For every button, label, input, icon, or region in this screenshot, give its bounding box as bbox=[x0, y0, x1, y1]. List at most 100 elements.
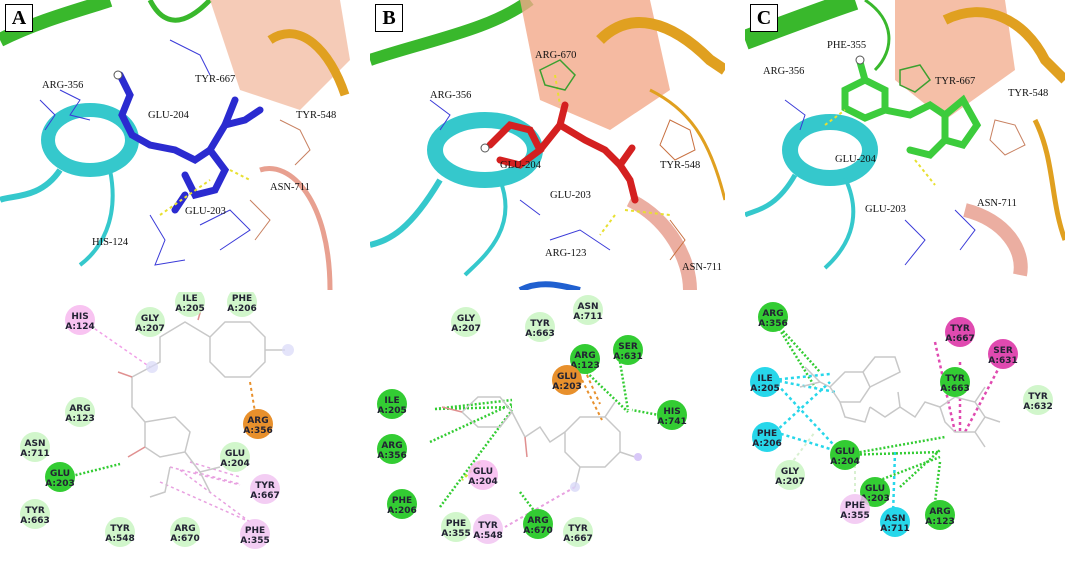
residue-number: A:663 bbox=[525, 329, 555, 339]
panel-c-3d-svg: PHE-355 ARG-356 TYR-667 TYR-548 GLU-204 … bbox=[745, 0, 1065, 277]
residue-wires-salmon bbox=[249, 119, 311, 241]
residue-name: GLU bbox=[473, 467, 493, 477]
hbond-dashes bbox=[824, 109, 936, 186]
residue-disc bbox=[830, 440, 860, 470]
residue-number: A:203 bbox=[45, 479, 75, 489]
residue-name: ARG bbox=[527, 516, 548, 526]
residue-disc bbox=[552, 365, 582, 395]
residue-disc bbox=[65, 305, 95, 335]
residue-name: PHE bbox=[392, 496, 412, 506]
residue-number: A:205 bbox=[377, 406, 407, 416]
residue-name: GLY bbox=[141, 314, 160, 324]
panel-label-a: A bbox=[5, 4, 33, 32]
residue-name: ARG bbox=[69, 404, 90, 414]
cyan-coil bbox=[745, 173, 798, 218]
green-loop-strand bbox=[864, 0, 891, 72]
residue-name: TYR bbox=[530, 319, 550, 329]
residue-disc bbox=[135, 307, 165, 337]
residue-name: ASN bbox=[25, 439, 46, 449]
residue-number: A:355 bbox=[840, 511, 870, 521]
residue-name: SER bbox=[618, 342, 638, 352]
cyan-coil-2 bbox=[823, 177, 856, 270]
panel-b-residue-labels: ARG-670 ARG-356 GLU-204 TYR-548 GLU-203 … bbox=[430, 50, 722, 273]
green-loop-ribbon bbox=[745, 0, 859, 50]
residue-label: ARG-670 bbox=[535, 50, 576, 61]
residue-label: TYR-548 bbox=[1008, 88, 1048, 99]
residue-disc bbox=[945, 317, 975, 347]
residue-disc bbox=[387, 489, 417, 519]
residue-name: PHE bbox=[757, 429, 777, 439]
residue-disc bbox=[525, 312, 555, 342]
residue-disc bbox=[441, 512, 471, 542]
residue-name: ASN bbox=[578, 302, 599, 312]
residue-label: ARG-356 bbox=[42, 80, 83, 91]
residue-disc bbox=[227, 292, 257, 317]
residue-name: ARG bbox=[929, 507, 950, 517]
residue-disc bbox=[563, 517, 593, 547]
residue-disc bbox=[775, 460, 805, 490]
residue-label: GLU-204 bbox=[500, 160, 542, 171]
residue-number: A:356 bbox=[758, 319, 788, 329]
residue-label: ASN-711 bbox=[270, 182, 310, 193]
orange-loop bbox=[596, 17, 725, 75]
residue-disc bbox=[473, 514, 503, 544]
residue-number: A:711 bbox=[880, 524, 910, 534]
panel-c-residue-labels: PHE-355 ARG-356 TYR-667 TYR-548 GLU-204 … bbox=[763, 40, 1048, 215]
residue-disc bbox=[170, 517, 200, 547]
residue-number: A:631 bbox=[988, 356, 1018, 366]
pi-center bbox=[146, 361, 158, 373]
residue-number: A:206 bbox=[227, 304, 257, 314]
panel-b-3d-svg: ARG-670 ARG-356 GLU-204 TYR-548 GLU-203 … bbox=[370, 0, 725, 290]
residue-name: GLU bbox=[835, 447, 855, 457]
green-loop-ribbon bbox=[370, 0, 534, 66]
cyan-coil bbox=[0, 168, 63, 203]
residue-number: A:711 bbox=[20, 449, 50, 459]
residue-name: SER bbox=[993, 346, 1013, 356]
residue-name: HIS bbox=[663, 407, 680, 417]
residue-name: ARG bbox=[574, 351, 595, 361]
residue-name: ILE bbox=[182, 294, 197, 304]
hbond-dashes bbox=[159, 169, 251, 216]
residue-disc bbox=[570, 344, 600, 374]
residue-disc bbox=[860, 477, 890, 507]
residue-number: A:205 bbox=[175, 304, 205, 314]
residue-disc bbox=[220, 442, 250, 472]
residue-label: ARG-356 bbox=[430, 90, 471, 101]
residue-disc bbox=[451, 307, 481, 337]
cyan-coil-2 bbox=[78, 169, 115, 267]
residue-disc bbox=[250, 474, 280, 504]
residue-name: ILE bbox=[757, 374, 772, 384]
residue-label: PHE-355 bbox=[827, 40, 866, 51]
residue-disc bbox=[45, 462, 75, 492]
residue-name: TYR bbox=[1028, 392, 1048, 402]
residue-wires bbox=[429, 99, 611, 251]
salmon-helix bbox=[210, 0, 350, 110]
residue-disc bbox=[20, 432, 50, 462]
residue-disc bbox=[240, 519, 270, 549]
residue-number: A:123 bbox=[570, 361, 600, 371]
ligand-a-sticks bbox=[116, 71, 264, 214]
residue-number: A:207 bbox=[135, 324, 165, 334]
residue-label: GLU-203 bbox=[865, 204, 906, 215]
residue-name: ARG bbox=[174, 524, 195, 534]
residue-name: TYR bbox=[110, 524, 130, 534]
residue-label: TYR-548 bbox=[296, 110, 336, 121]
residue-disc bbox=[377, 389, 407, 419]
